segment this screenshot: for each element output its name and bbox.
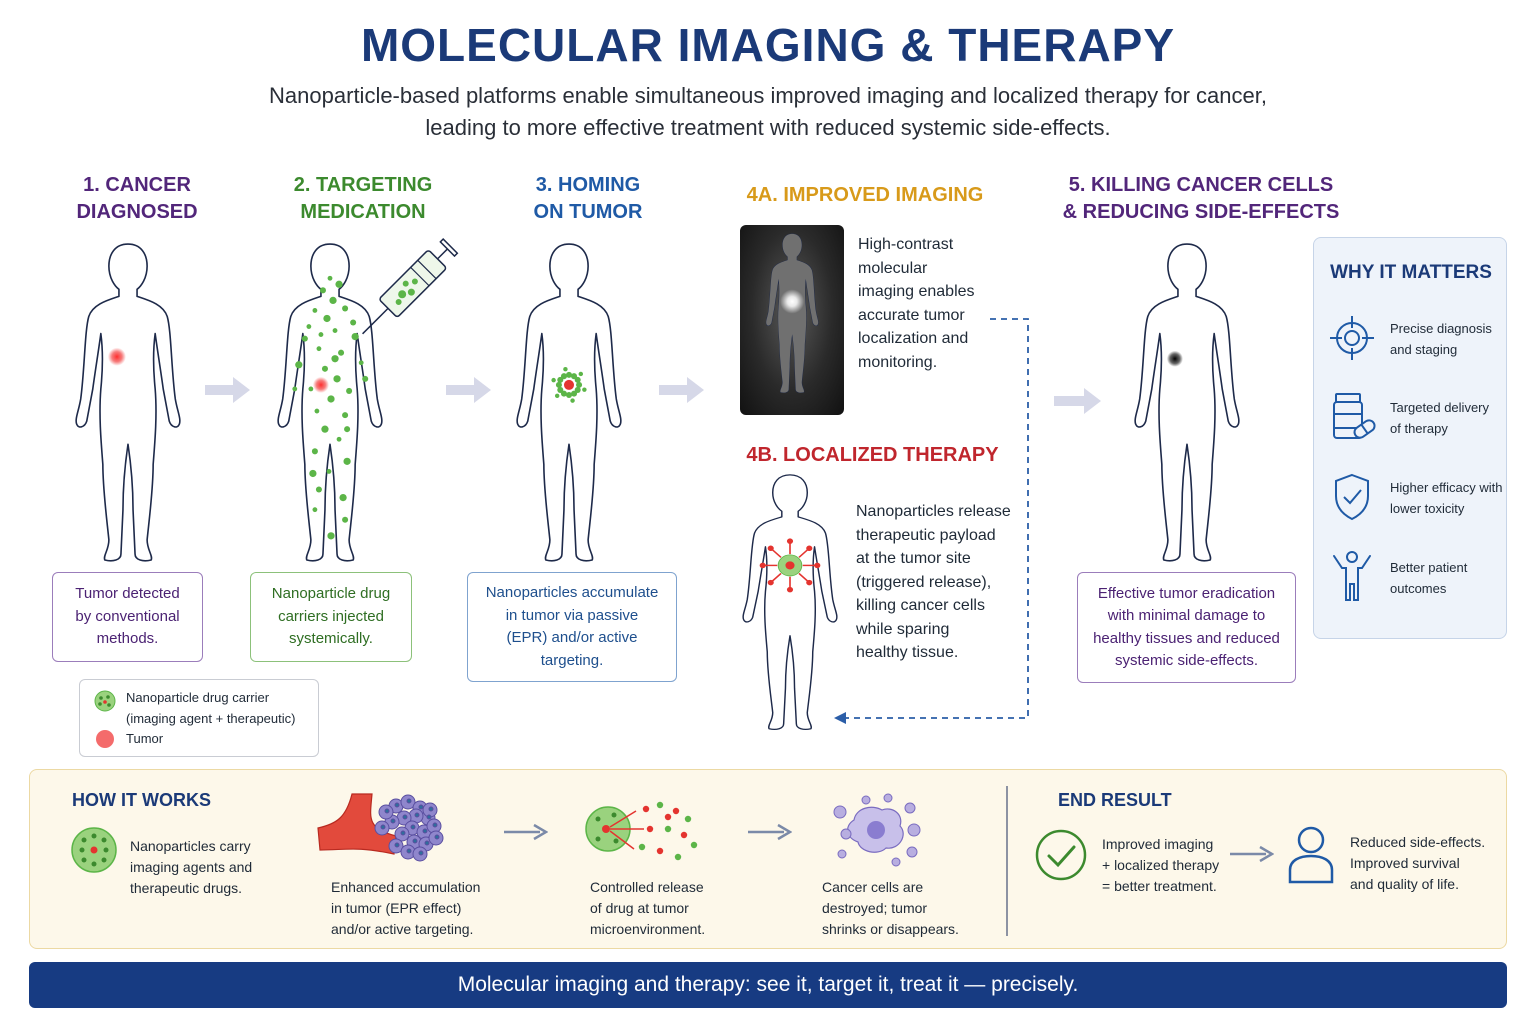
- body-figure-stage-1: [75, 243, 181, 562]
- tumor-icon: [96, 730, 114, 748]
- flow-arrow-3: [659, 377, 704, 403]
- end-result-title: END RESULT: [1058, 790, 1172, 810]
- outcome-text: Reduced side-effects. Improved survival …: [1350, 834, 1486, 892]
- drug-release-burst: [759, 538, 821, 593]
- stage-5-caption: Effective tumor eradication with minimal…: [1077, 572, 1296, 683]
- flow-arrow-1: [205, 377, 250, 403]
- stage-4a-text: High-contrast molecular imaging enables …: [858, 236, 975, 371]
- how-step-1: Nanoparticles carry imaging agents and t…: [130, 838, 253, 896]
- body-figure-stage-4b: [742, 474, 838, 731]
- dashed-connector-arrow: [834, 318, 1029, 724]
- why-it-matters-panel: WHY IT MATTERS Precise diagnosis and sta…: [1313, 237, 1507, 639]
- imaging-scan: [740, 225, 844, 415]
- stage-2-caption: Nanoparticle drug carriers injected syst…: [250, 572, 412, 662]
- stage-3-caption: Nanoparticles accumulate in tumor via pa…: [467, 572, 677, 682]
- how-step-4: Cancer cells are destroyed; tumor shrink…: [822, 879, 959, 937]
- how-arrow-2: [748, 823, 792, 841]
- legend-carrier-label: Nanoparticle drug carrier (imaging agent…: [126, 690, 296, 726]
- end-result-text: Improved imaging + localized therapy = b…: [1102, 836, 1220, 894]
- nanoparticle-dots: [292, 275, 369, 540]
- how-step-2: Enhanced accumulation in tumor (EPR effe…: [331, 879, 481, 937]
- shrunken-tumor-dot: [1166, 350, 1183, 367]
- medicine-bottle-icon: [1333, 393, 1376, 439]
- panel-divider: [1006, 786, 1008, 936]
- stage-4b-text: Nanoparticles release therapeutic payloa…: [856, 503, 1011, 661]
- legend-tumor-label: Tumor: [126, 731, 164, 746]
- body-figure-stage-5: [1134, 243, 1240, 562]
- flow-arrow-4: [1054, 388, 1101, 414]
- nanoparticle-icon: [94, 690, 116, 712]
- crosshair-icon: [1330, 316, 1374, 360]
- stage-1-caption: Tumor detected by conventional methods.: [52, 572, 203, 662]
- why-title: WHY IT MATTERS: [1330, 262, 1492, 283]
- stage-3-title: 3. HOMING ON TUMOR: [533, 174, 643, 223]
- tumor-homing-cluster: [551, 366, 587, 403]
- stage-4a-title: 4A. IMPROVED IMAGING: [746, 184, 984, 206]
- how-title: HOW IT WORKS: [72, 790, 211, 810]
- why-item-1: Precise diagnosis and staging: [1390, 321, 1492, 357]
- legend: Nanoparticle drug carrier (imaging agent…: [79, 679, 319, 757]
- page-subtitle: Nanoparticle-based platforms enable simu…: [269, 83, 1267, 140]
- footer-tagline: Molecular imaging and therapy: see it, t…: [29, 962, 1507, 1008]
- why-item-4: Better patient outcomes: [1390, 560, 1468, 596]
- page-title: MOLECULAR IMAGING & THERAPY: [360, 19, 1176, 71]
- check-circle-icon: [1035, 829, 1087, 881]
- tumor-dot: [107, 347, 126, 366]
- syringe-icon: [362, 238, 459, 335]
- controlled-release-icon: [585, 801, 698, 861]
- person-celebrate-icon: [1333, 551, 1371, 601]
- stage-1-title: 1. CANCER DIAGNOSED: [76, 174, 198, 223]
- destroyed-cells-icon: [833, 793, 921, 867]
- stage-2-title: 2. TARGETING MEDICATION: [293, 174, 433, 223]
- why-item-3: Higher efficacy with lower toxicity: [1390, 480, 1503, 516]
- end-result-arrow: [1230, 845, 1274, 863]
- how-it-works-panel: [29, 769, 1507, 949]
- tumor-dot: [312, 376, 329, 393]
- shield-check-icon: [1335, 473, 1369, 521]
- body-figure-stage-3: [516, 243, 622, 562]
- nanoparticle-icon: [71, 827, 117, 873]
- how-step-3: Controlled release of drug at tumor micr…: [590, 879, 706, 937]
- how-arrow-1: [504, 823, 548, 841]
- why-item-2: Targeted delivery of therapy: [1390, 400, 1489, 436]
- stage-5-title: 5. KILLING CANCER CELLS & REDUCING SIDE-…: [1062, 174, 1340, 223]
- stage-4b-title: 4B. LOCALIZED THERAPY: [746, 444, 999, 466]
- body-figure-stage-2: [277, 243, 383, 562]
- person-icon: [1288, 826, 1334, 884]
- flow-arrow-2: [446, 377, 491, 403]
- epr-accumulation-icon: [317, 793, 444, 862]
